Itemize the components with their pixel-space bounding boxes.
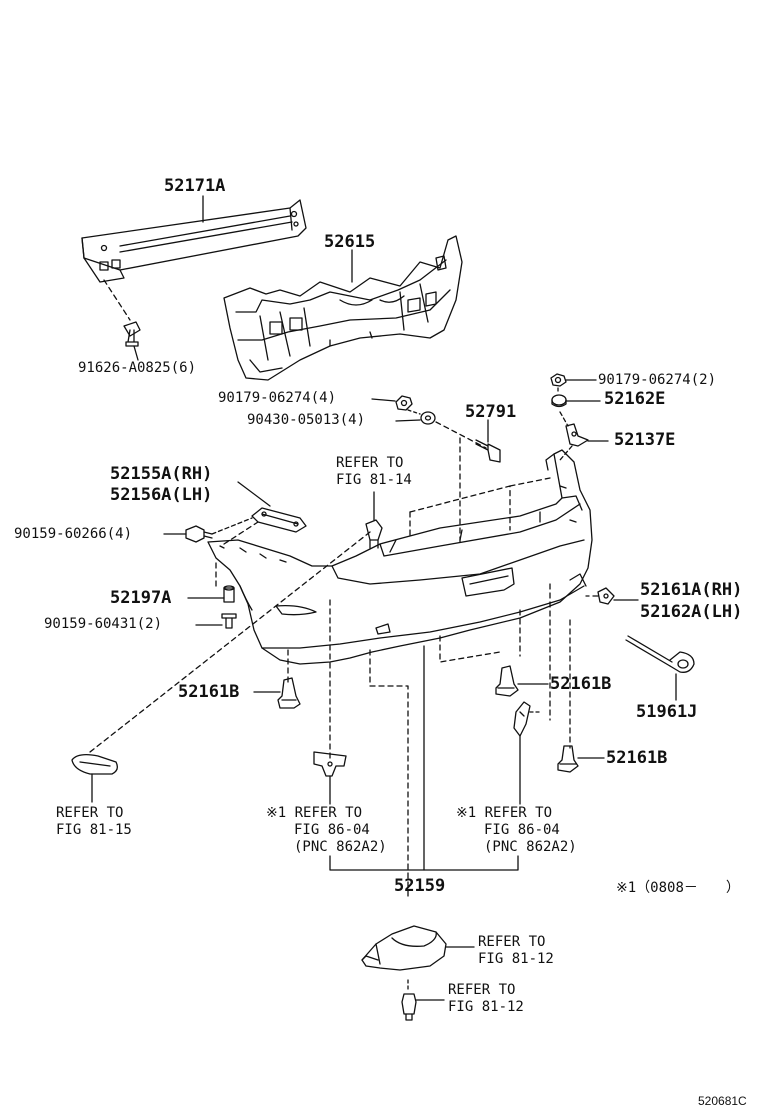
diagram-id: 520681C <box>698 1094 747 1108</box>
clip-52161B-left[interactable] <box>278 678 300 708</box>
reflector-ref-81-15[interactable] <box>72 755 117 774</box>
label-52137E[interactable]: 52137E <box>614 430 676 450</box>
label-90179-06274-2[interactable]: 90179-06274(2) <box>598 372 717 388</box>
bumper-cover-52159[interactable] <box>208 450 592 664</box>
dashed-assembly-lines <box>89 437 599 901</box>
label-52791[interactable]: 52791 <box>465 402 517 422</box>
label-52159[interactable]: 52159 <box>394 876 446 896</box>
clip-52161B-middle[interactable] <box>496 666 518 696</box>
label-52615[interactable]: 52615 <box>324 232 376 252</box>
grommet-52162E[interactable] <box>551 394 567 407</box>
label-52161B-right[interactable]: 52161B <box>606 748 668 768</box>
bumper-reinforcement-52171A[interactable] <box>82 200 306 282</box>
nut-90179-right[interactable] <box>551 374 566 386</box>
label-52156A[interactable]: 52156A(LH) <box>110 485 213 505</box>
ref-81-12-a-line1: REFER TO <box>478 934 546 950</box>
ref-81-12-a-line2[interactable]: FIG 81-12 <box>478 951 554 967</box>
bracket-ref-86-04-left[interactable] <box>314 752 346 776</box>
label-52197A[interactable]: 52197A <box>110 588 172 608</box>
clip-ref-81-14[interactable] <box>366 520 382 548</box>
bracket-52137E[interactable] <box>566 424 588 446</box>
label-90159-60266[interactable]: 90159-60266(4) <box>14 526 133 542</box>
fog-lamp-ref-81-12[interactable] <box>362 926 446 970</box>
ref-86-04-right-line1: ※1 REFER TO <box>456 805 553 821</box>
ref-86-04-right-line2[interactable]: FIG 86-04 <box>484 822 560 838</box>
energy-absorber-52615[interactable] <box>224 236 462 380</box>
bracket-ref-86-04-right[interactable] <box>514 702 530 736</box>
label-90159-60431[interactable]: 90159-60431(2) <box>44 616 163 632</box>
label-52155A[interactable]: 52155A(RH) <box>110 464 213 484</box>
washer-90430[interactable] <box>420 411 436 425</box>
label-90430-05013[interactable]: 90430-05013(4) <box>247 412 366 428</box>
clip-52161A-52162A[interactable] <box>598 588 614 604</box>
label-90179-06274-4[interactable]: 90179-06274(4) <box>218 390 337 406</box>
ref-81-15-line2[interactable]: FIG 81-15 <box>56 822 132 838</box>
label-52171A[interactable]: 52171A <box>164 176 226 196</box>
nut-90179-left[interactable] <box>396 396 412 410</box>
screw-90159-60431[interactable] <box>222 614 236 628</box>
ref-81-14-line1: REFER TO <box>336 455 404 471</box>
bolt-91626[interactable] <box>124 322 140 346</box>
tow-hook-51961J[interactable] <box>626 636 694 672</box>
group-bracket-52159 <box>329 855 519 871</box>
ref-81-12-b-line1: REFER TO <box>448 982 516 998</box>
label-52162E[interactable]: 52162E <box>604 389 666 409</box>
label-51961J[interactable]: 51961J <box>636 702 698 722</box>
ref-86-04-left-line3: (PNC 862A2) <box>294 839 387 855</box>
screw-52791[interactable] <box>476 440 500 462</box>
label-52161B-left[interactable]: 52161B <box>178 682 240 702</box>
spacer-52197A[interactable] <box>223 585 235 602</box>
label-52162A[interactable]: 52162A(LH) <box>640 602 743 622</box>
ref-81-15-line1: REFER TO <box>56 805 124 821</box>
footnote-date-range: ※1（0808－ ） <box>616 880 740 896</box>
label-52161A[interactable]: 52161A(RH) <box>640 580 743 600</box>
ref-81-14-line2[interactable]: FIG 81-14 <box>336 472 412 488</box>
label-91626-A0825[interactable]: 91626-A0825(6) <box>78 360 197 376</box>
clip-52161B-right[interactable] <box>558 746 578 772</box>
ref-81-12-b-line2[interactable]: FIG 81-12 <box>448 999 524 1015</box>
screw-90159-60266[interactable] <box>186 526 212 542</box>
screw-ref-81-12[interactable] <box>402 994 416 1020</box>
ref-86-04-left-line1: ※1 REFER TO <box>266 805 363 821</box>
retainer-52155A-52156A[interactable] <box>252 508 306 532</box>
ref-86-04-right-line3: (PNC 862A2) <box>484 839 577 855</box>
ref-86-04-left-line2[interactable]: FIG 86-04 <box>294 822 370 838</box>
label-52161B-middle[interactable]: 52161B <box>550 674 612 694</box>
